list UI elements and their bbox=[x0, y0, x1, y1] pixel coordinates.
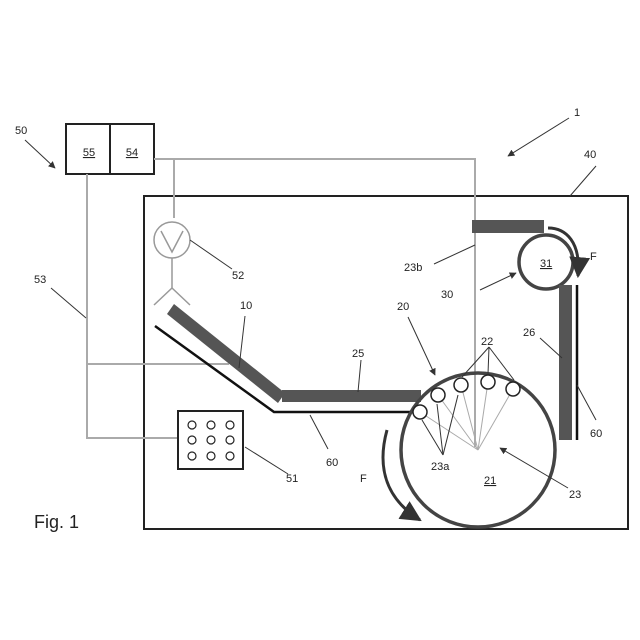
label-51: 51 bbox=[286, 473, 298, 485]
rollers bbox=[413, 375, 520, 419]
right-strip-26 bbox=[559, 285, 572, 440]
top-strip-23b bbox=[472, 220, 544, 233]
label-10: 10 bbox=[240, 300, 252, 312]
label-25: 25 bbox=[352, 348, 364, 360]
label-1: 1 bbox=[574, 107, 580, 119]
label-40: 40 bbox=[584, 149, 596, 161]
label-53: 53 bbox=[34, 274, 46, 286]
label-f-small: F bbox=[590, 251, 597, 263]
label-55: 55 bbox=[83, 147, 95, 159]
label-23: 23 bbox=[569, 489, 581, 501]
label-60-right: 60 bbox=[590, 428, 602, 440]
leader-lines bbox=[51, 166, 596, 474]
label-26: 26 bbox=[523, 327, 535, 339]
label-50: 50 bbox=[15, 125, 27, 137]
label-23a: 23a bbox=[431, 461, 450, 473]
label-22: 22 bbox=[481, 336, 493, 348]
sensor-figure bbox=[154, 222, 190, 305]
figure-caption: Fig. 1 bbox=[34, 512, 79, 532]
belt-25 bbox=[282, 390, 421, 402]
label-54: 54 bbox=[126, 147, 138, 159]
label-60-bottom: 60 bbox=[326, 457, 338, 469]
label-31: 31 bbox=[540, 258, 552, 270]
label-20: 20 bbox=[397, 301, 409, 313]
label-f-large: F bbox=[360, 473, 367, 485]
label-23b: 23b bbox=[404, 262, 422, 274]
label-30: 30 bbox=[441, 289, 453, 301]
inclined-belt-10 bbox=[167, 304, 285, 403]
keypad-buttons bbox=[188, 421, 234, 460]
label-52: 52 bbox=[232, 270, 244, 282]
label-21: 21 bbox=[484, 475, 496, 487]
